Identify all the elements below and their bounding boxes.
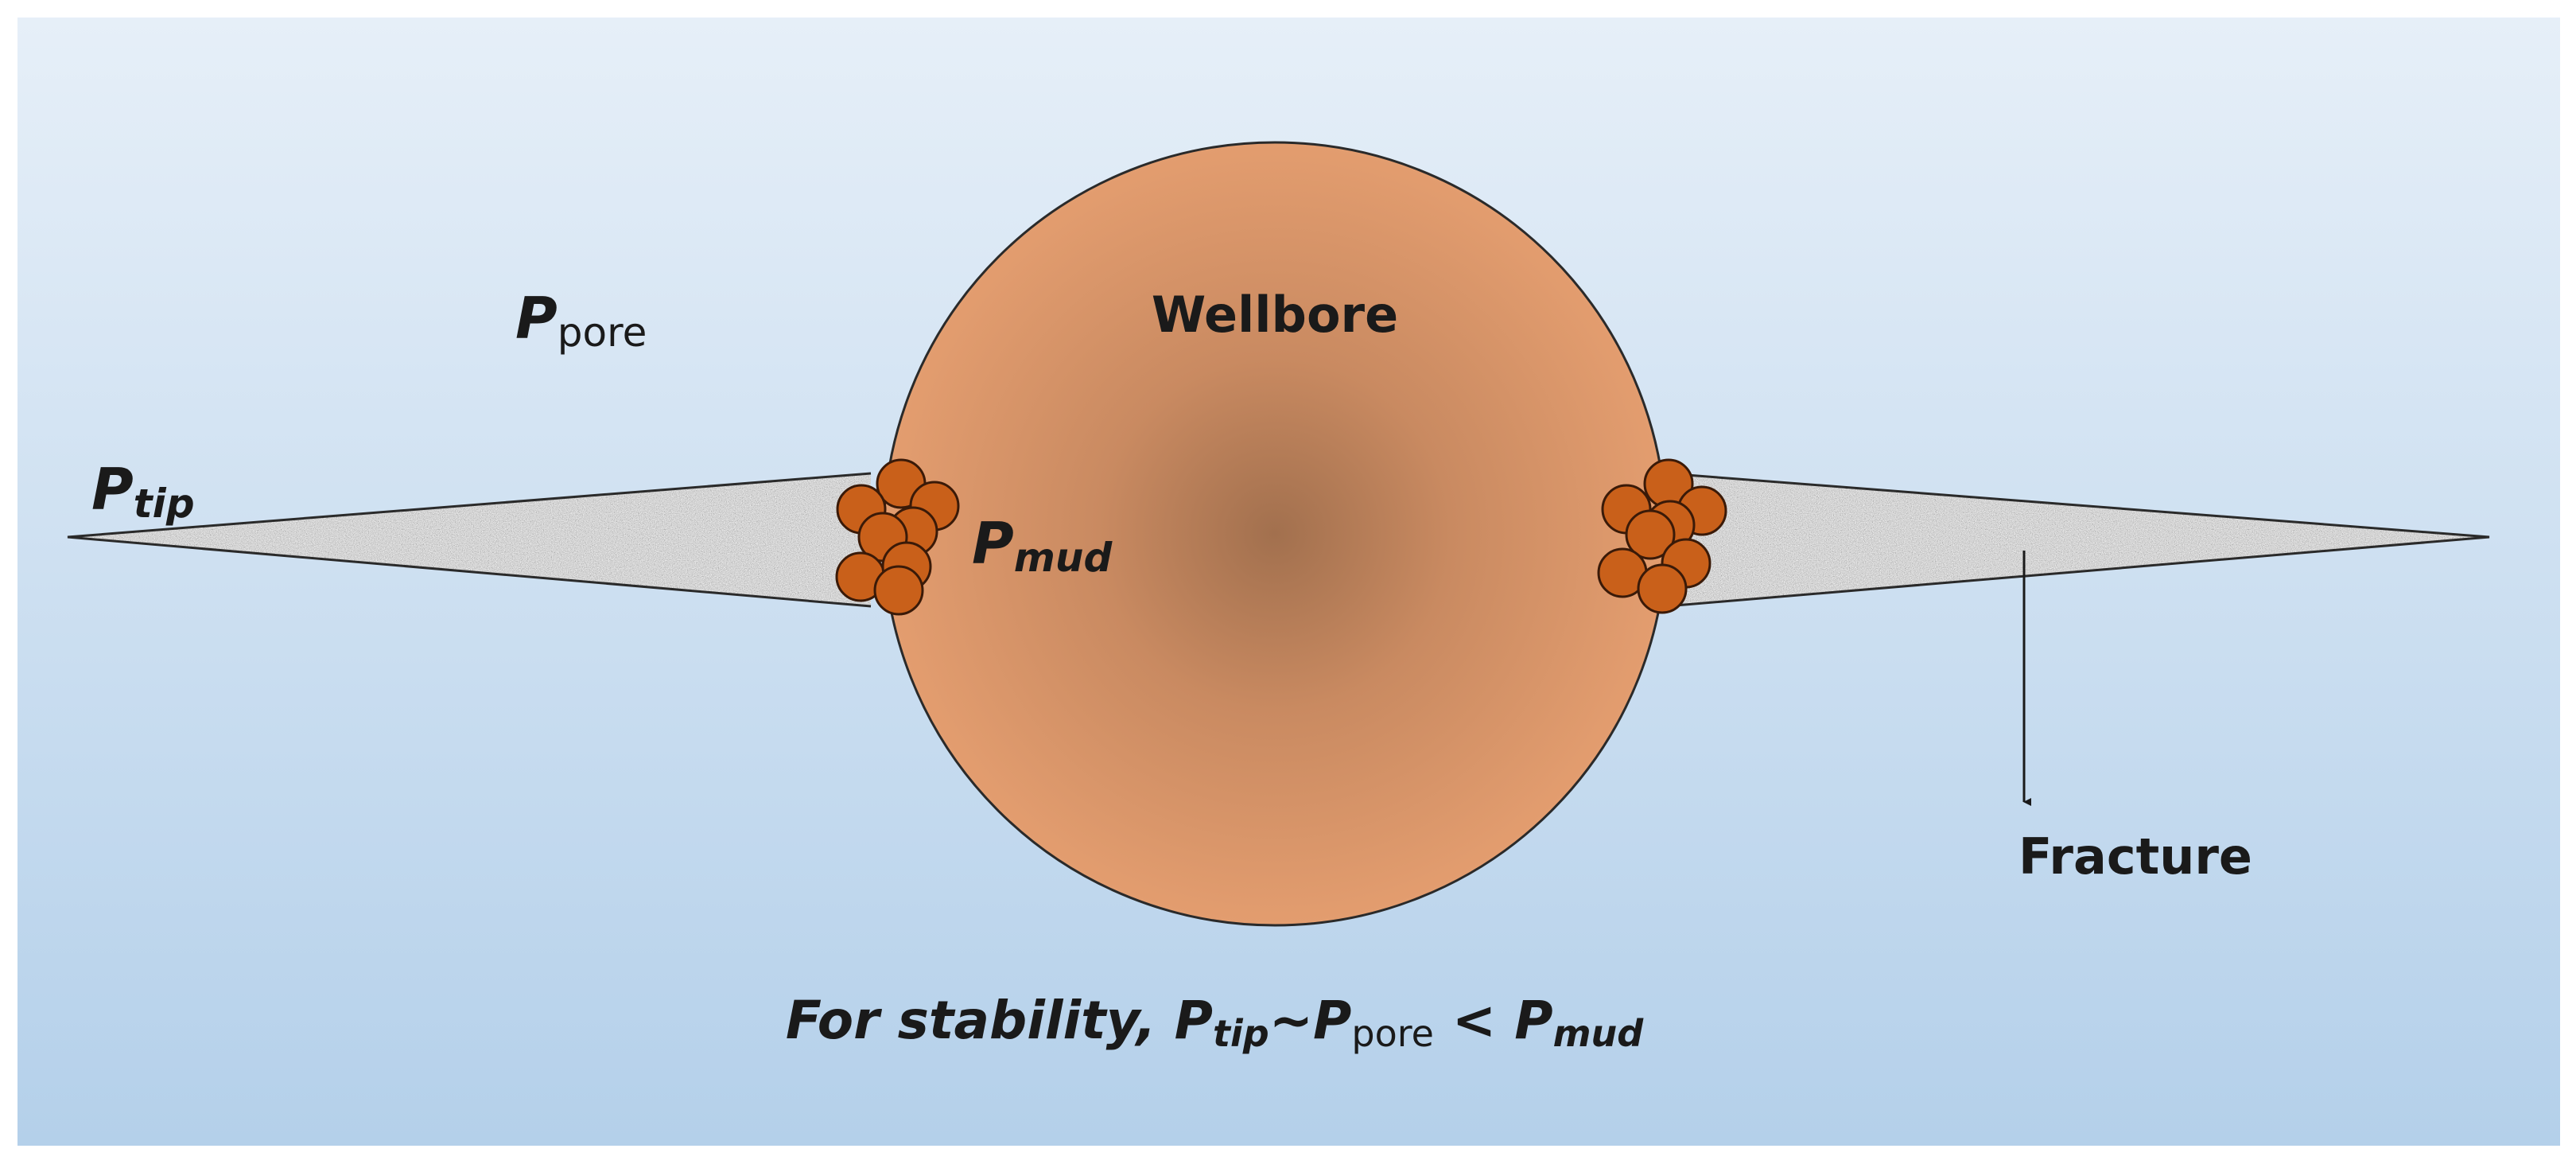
p-tip-subscript: tip	[134, 481, 195, 527]
particle	[1625, 509, 1676, 560]
left-bridging-particles	[835, 458, 960, 616]
stability-caption: For stability, Ptip~Ppore < Pmud	[786, 990, 1644, 1055]
p-pore-symbol: P	[515, 285, 558, 352]
p-mud-symbol: P	[972, 510, 1014, 577]
caption-p-tip-sub: tip	[1213, 1012, 1269, 1055]
caption-prefix: For stability,	[786, 990, 1175, 1051]
caption-approx: ~	[1269, 990, 1313, 1051]
caption-p-tip: P	[1175, 990, 1213, 1051]
p-pore-subscript: pore	[558, 309, 647, 356]
caption-less-than: <	[1434, 990, 1514, 1051]
caption-p-pore-sub: pore	[1351, 1012, 1434, 1055]
right-bridging-particles	[1597, 458, 1727, 614]
p-tip-label: Ptip	[91, 456, 195, 527]
p-tip-symbol: P	[91, 456, 134, 523]
particle	[873, 565, 924, 616]
p-mud-label: Pmud	[972, 510, 1113, 581]
caption-p-mud-sub: mud	[1553, 1012, 1645, 1055]
wellbore-label: Wellbore	[1152, 286, 1398, 344]
p-mud-subscript: mud	[1014, 535, 1113, 581]
p-pore-label: Ppore	[515, 285, 647, 356]
particle	[1637, 563, 1688, 614]
caption-p-mud: P	[1514, 990, 1552, 1051]
caption-p-pore: P	[1313, 990, 1351, 1051]
fracture-label: Fracture	[2018, 827, 2252, 886]
